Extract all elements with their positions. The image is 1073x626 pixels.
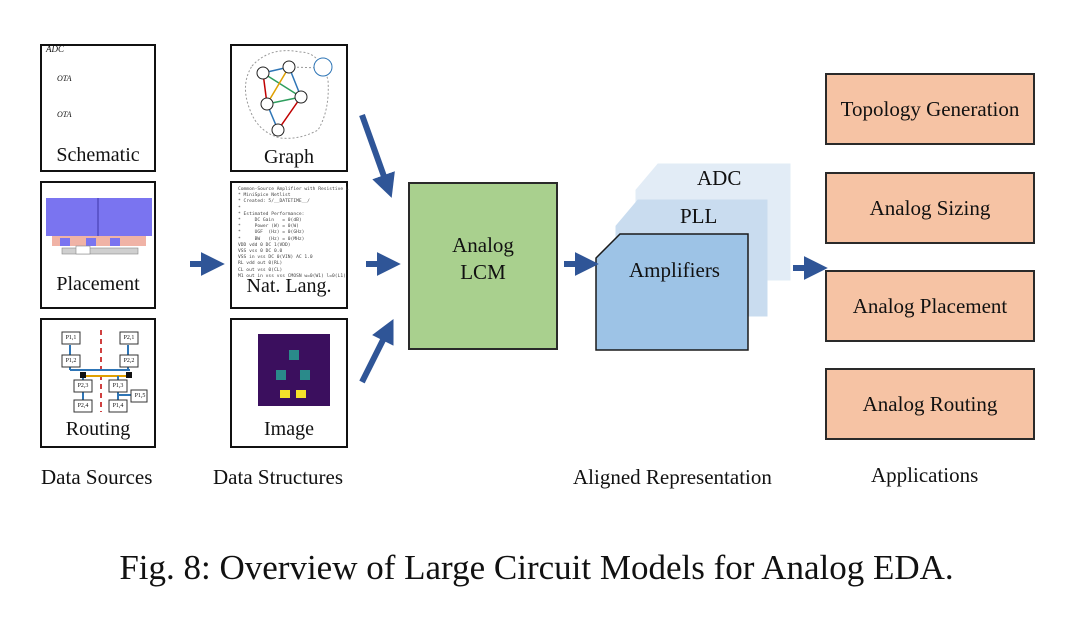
netlist-line: M1 out in vss vss CMOSN w=0(W1) l=0(L1) (238, 273, 346, 279)
lcm-label-line1: Analog (452, 233, 514, 257)
graph-illustration (245, 50, 333, 139)
netlist-line: RL vdd out 0(RL) (238, 261, 283, 267)
schematic-adc-text: ADC (46, 44, 64, 54)
graph-label: Graph (264, 146, 314, 168)
label-aligned-representation: Aligned Representation (573, 465, 772, 489)
netlist-line: * BW (Hz) = 0(MHz) (238, 236, 305, 242)
app-topology-generation: Topology Generation (825, 73, 1035, 145)
routing-pin-label: P1,4 (112, 403, 124, 409)
figure-caption: Fig. 8: Overview of Large Circuit Models… (119, 548, 954, 587)
routing-pin-label: P2,3 (77, 383, 89, 389)
schematic-label: Schematic (56, 144, 140, 166)
netlist-line: CL out vss 0(CL) (238, 267, 283, 273)
aligned-stack (595, 163, 791, 351)
routing-box: Routing (40, 318, 156, 448)
text-label: Nat. Lang. (246, 275, 332, 297)
app-analog-routing: Analog Routing (825, 368, 1035, 440)
netlist-line: * MiniSpice Netlist (238, 193, 291, 199)
image-box: Image (230, 318, 348, 448)
amplifiers-card-label: Amplifiers (629, 258, 720, 282)
image-label: Image (264, 418, 314, 440)
schematic-ota-text-1: OTA (57, 74, 72, 83)
routing-label: Routing (65, 418, 131, 440)
image-illustration (258, 334, 330, 406)
placement-box: Placement (40, 181, 156, 309)
label-data-structures: Data Structures (213, 465, 344, 489)
netlist-line: * Power (W) = 0(W) (238, 224, 299, 230)
adc-card-label: ADC (697, 166, 742, 190)
netlist-line: VSS in vss DC 0(VIN) AC 1.0 (238, 255, 313, 261)
text-box: Common-Source Amplifier with Resistive L… (230, 181, 349, 309)
schematic-ota-text-2: OTA (57, 110, 72, 119)
routing-pin-label: P1,5 (134, 393, 146, 399)
analog-lcm-box: Analog LCM (408, 182, 558, 350)
routing-pin-label: P2,2 (123, 358, 135, 364)
netlist-line: Common-Source Amplifier with Resistive L (238, 187, 349, 192)
placement-illustration (46, 198, 152, 255)
routing-pin-label: P1,1 (65, 335, 77, 341)
graph-box: Graph (230, 44, 348, 172)
netlist-line: * Estimated Performance: (238, 211, 305, 217)
netlist-line: * (238, 205, 241, 211)
netlist-line: VSS vss 0 DC 0.0 (238, 249, 283, 255)
flow-arrows (190, 113, 828, 384)
pll-card-label: PLL (680, 204, 718, 228)
schematic-box: Schematic (40, 44, 156, 172)
routing-illustration (61, 330, 148, 413)
netlist-line: * Created: 5/__DATETIME__/ (238, 199, 310, 205)
routing-pin-label: P2,4 (77, 403, 89, 409)
arrow-image-to-lcm (359, 318, 394, 384)
netlist-text: Common-Source Amplifier with Resistive L… (238, 187, 349, 280)
routing-pin-label: P1,3 (112, 383, 124, 389)
label-data-sources: Data Sources (41, 465, 153, 489)
arrow-graph-to-lcm (359, 113, 395, 198)
netlist-line: * DC Gain = 0(dB) (238, 218, 302, 224)
app-analog-placement: Analog Placement (825, 270, 1035, 342)
placement-label: Placement (56, 273, 140, 295)
lcm-label-line2: LCM (460, 260, 506, 284)
netlist-line: * UGF (Hz) = 0(GHz) (238, 230, 305, 236)
label-applications: Applications (871, 463, 979, 487)
routing-pin-label: P2,1 (123, 335, 135, 341)
app-analog-sizing: Analog Sizing (825, 172, 1035, 244)
netlist-line: VDD vdd 0 DC 1(VDD) (238, 242, 291, 248)
routing-pin-label: P1,2 (65, 358, 77, 364)
